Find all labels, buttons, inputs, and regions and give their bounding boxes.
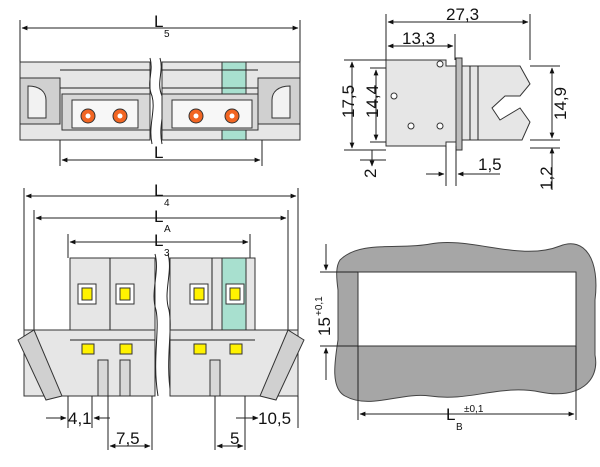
dim-4-1: 4,1 <box>68 409 92 428</box>
contact-yellow-2 <box>119 287 131 301</box>
panel-cutout <box>357 271 577 347</box>
dim-l4-sub: 4 <box>164 198 170 209</box>
dim-27-3: 27,3 <box>446 5 479 24</box>
dim-l5-sub: 5 <box>164 29 170 40</box>
dim-14-4: 14,4 <box>363 85 382 118</box>
dim-lb-tol: ±0,1 <box>464 404 484 415</box>
top-view: L 5 L <box>19 12 301 166</box>
dim-l3-label: L <box>154 231 163 250</box>
front-view: L 4 L A L 3 <box>17 181 305 450</box>
dim-cutout-height-tol: +0,1 <box>314 296 325 316</box>
dim-l-label: L <box>154 143 163 162</box>
dim-1-2: 1,2 <box>537 166 556 190</box>
side-body <box>385 59 457 147</box>
right-latch <box>259 329 305 401</box>
dim-13-3: 13,3 <box>402 29 435 48</box>
contact-yellow-4 <box>229 287 241 301</box>
dim-14-9: 14,9 <box>551 87 570 120</box>
cutout-view: 15 +0,1 L B ±0,1 <box>314 241 597 433</box>
dim-lb-label: L <box>446 405 455 424</box>
dim-lb-sub: B <box>456 422 463 433</box>
dim-l3-sub: 3 <box>164 248 170 259</box>
dim-la-label: L <box>154 207 163 226</box>
dim-cutout-height: 15 <box>315 317 334 336</box>
dim-10-5: 10,5 <box>258 409 291 428</box>
contact-yellow-3 <box>193 287 205 301</box>
side-view: 27,3 13,3 17,5 14,4 14,9 2 <box>339 5 570 190</box>
dim-l4-label: L <box>154 181 163 200</box>
dim-7-5: 7,5 <box>116 429 140 448</box>
dim-17-5: 17,5 <box>339 85 358 118</box>
side-flange <box>455 57 463 151</box>
dim-la-sub: A <box>164 224 171 235</box>
contact-yellow-1 <box>81 287 93 301</box>
dim-1-5: 1,5 <box>478 155 502 174</box>
left-latch <box>17 329 63 401</box>
dim-l5-label: L <box>154 12 163 31</box>
dim-2: 2 <box>361 169 380 178</box>
dim-5: 5 <box>230 429 239 448</box>
